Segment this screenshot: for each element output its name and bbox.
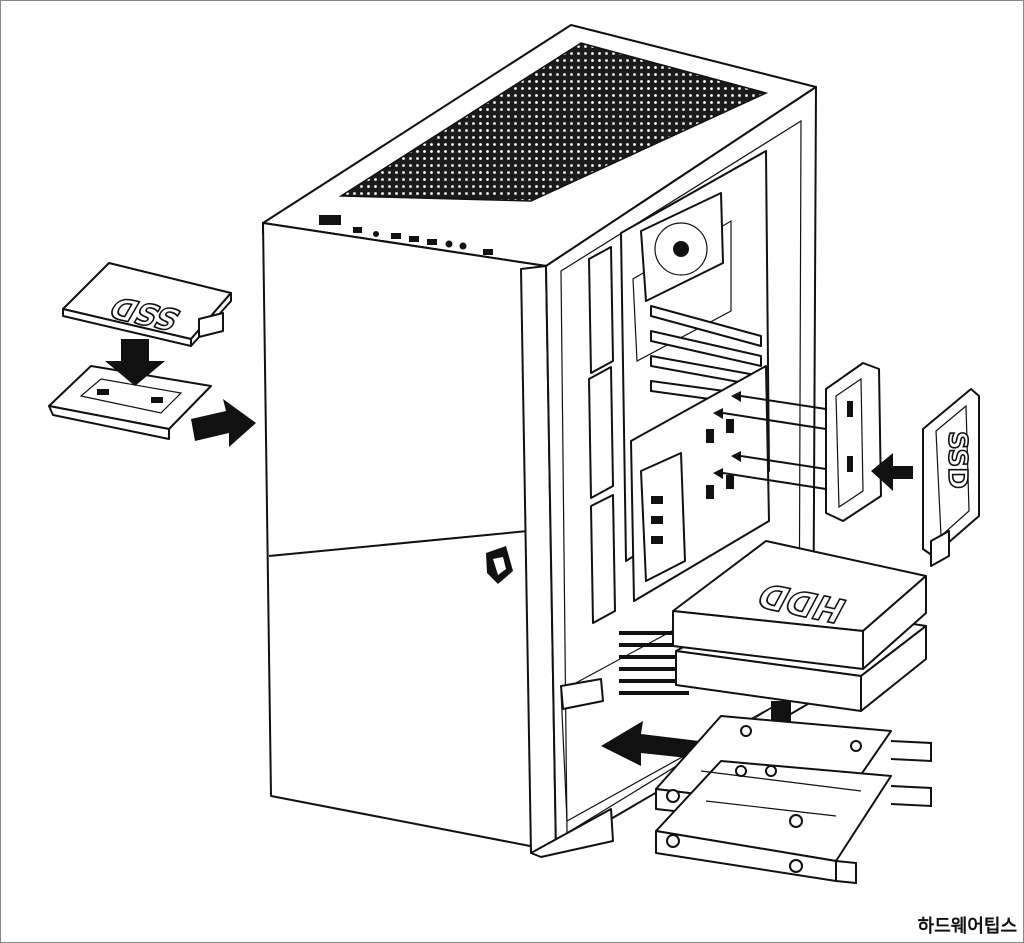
mount-hole-icon: [706, 485, 714, 499]
cable-grommets: [588, 246, 616, 624]
arrow-down-icon: [105, 339, 165, 386]
mount-hole-icon: [726, 419, 734, 433]
mount-hole-icon: [726, 475, 734, 489]
ssd-drive: SSD: [62, 262, 232, 347]
msi-dragon-logo: [486, 546, 513, 584]
psu-shroud-vents: [619, 631, 689, 695]
top-mesh-filter: [338, 42, 769, 202]
usb-port-icon: [391, 233, 401, 239]
arrow-left-icon: [871, 453, 913, 491]
power-button-icon: [319, 215, 341, 225]
ssd-vertical-connector: [930, 530, 950, 567]
screw-arrows: [706, 391, 827, 499]
audio-jack-icon: [445, 240, 453, 248]
mount-hole-icon: [706, 429, 714, 443]
ssd-tray: [48, 365, 212, 440]
ssd-drive-vertical: SSD: [922, 388, 980, 567]
expansion-slots: [650, 305, 762, 407]
usb-c-port-icon: [427, 239, 437, 245]
arrow-right-icon: [191, 399, 256, 447]
hdd-side-face: [862, 575, 927, 670]
led-indicator-icon: [373, 231, 379, 237]
ssd-bracket-frame: [825, 362, 882, 522]
fan-hub-board: [640, 452, 686, 582]
led-button-icon: [483, 249, 493, 255]
case-front-panel: [262, 222, 557, 852]
pc-case: [262, 24, 817, 858]
rear-fan: [640, 192, 724, 302]
arrow-left-icon: [601, 721, 699, 766]
reset-button-icon: [353, 227, 362, 233]
ssd-bracket: [825, 362, 882, 522]
shroud-cutout: [560, 678, 604, 710]
hdd-cage: [655, 715, 932, 885]
front-io-ports: [319, 215, 493, 255]
mic-jack-icon: [459, 242, 467, 250]
ssd-connector: [198, 312, 224, 338]
hdd-drive-upper: HDD: [672, 540, 927, 670]
front-panel-seam: [268, 530, 529, 557]
site-watermark: 하드웨어팁스: [917, 916, 1017, 937]
arrows: [105, 339, 256, 447]
ssd-vertical-label: SSD: [942, 431, 972, 489]
usb-port-icon: [409, 236, 419, 242]
case-foot: [530, 808, 614, 858]
